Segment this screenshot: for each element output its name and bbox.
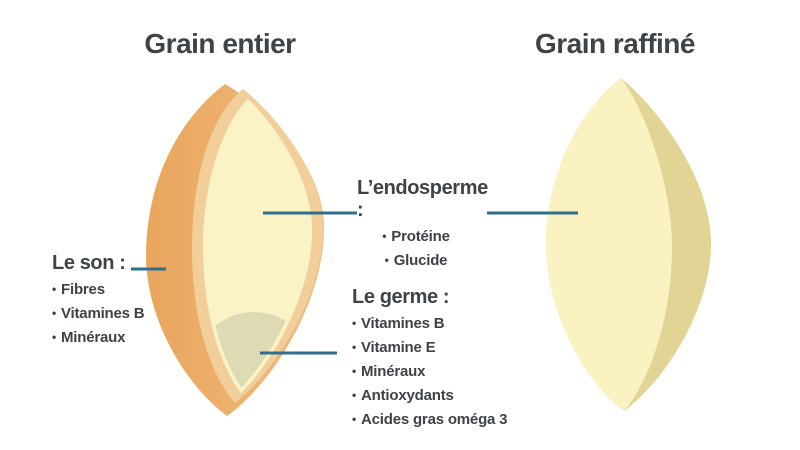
bran-label: Le son : Fibres Vitamines B Minéraux xyxy=(52,252,145,350)
endosperm-nutrient-list: Protéine Glucide xyxy=(357,225,475,273)
refined-grain-title: Grain raffiné xyxy=(535,28,695,59)
list-item: Minéraux xyxy=(352,360,507,384)
germ-nutrient-list: Vitamines B Vitamine E Minéraux Antioxyd… xyxy=(352,312,507,432)
list-item: Protéine xyxy=(357,225,475,249)
endosperm-label-heading: L’endosperme : xyxy=(357,177,488,221)
endosperm-label: L’endosperme : Protéine Glucide xyxy=(357,177,488,273)
refined-grain-front xyxy=(546,78,672,411)
germ-label-heading: Le germe : xyxy=(352,286,450,308)
whole-grain-title: Grain entier xyxy=(144,28,296,59)
list-item: Acides gras oméga 3 xyxy=(352,408,507,432)
list-item: Vitamine E xyxy=(352,336,507,360)
bran-nutrient-list: Fibres Vitamines B Minéraux xyxy=(52,278,145,350)
list-item: Antioxydants xyxy=(352,384,507,408)
connector-lines xyxy=(131,211,578,355)
refined-grain-illustration xyxy=(546,78,711,411)
germ-label: Le germe : Vitamines B Vitamine E Minéra… xyxy=(352,286,507,432)
list-item: Minéraux xyxy=(52,326,144,350)
list-item: Vitamines B xyxy=(52,302,145,326)
list-item: Vitamines B xyxy=(352,312,507,336)
whole-grain-illustration xyxy=(146,84,324,416)
list-item: Glucide xyxy=(357,249,475,273)
bran-label-heading: Le son : xyxy=(52,252,126,274)
list-item: Fibres xyxy=(52,278,144,302)
